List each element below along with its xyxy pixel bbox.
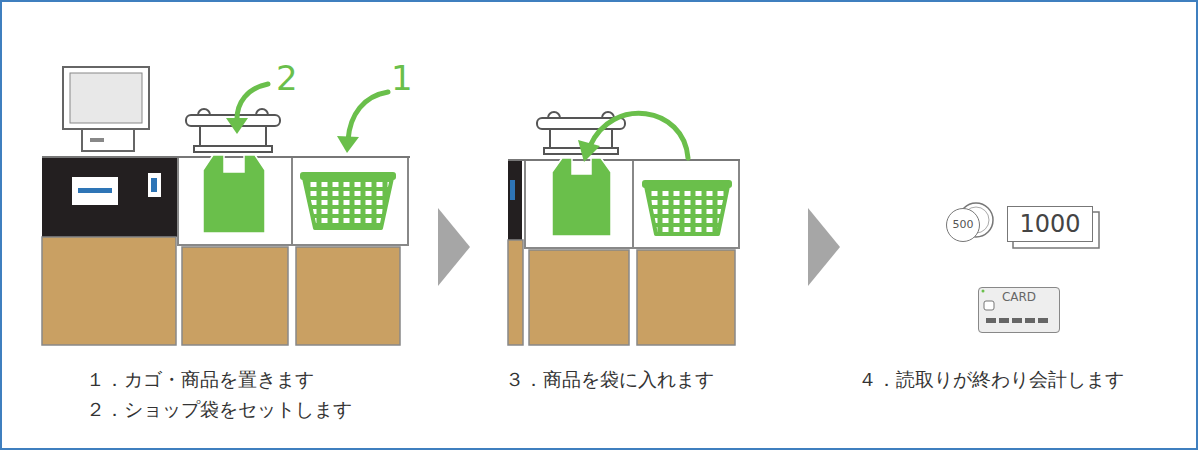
step-chevron	[438, 208, 470, 286]
banknote: 1000	[1007, 206, 1093, 242]
coin-text: 500	[953, 219, 974, 231]
step-chevron	[808, 208, 840, 286]
coin: 500	[946, 208, 980, 242]
callout-number: 2	[276, 58, 298, 99]
step-caption: ３．商品を袋に入れます	[505, 368, 714, 391]
step-caption: １．カゴ・商品を置きます	[86, 368, 314, 391]
checkout-middle	[508, 112, 740, 345]
step-caption: ４．読取りが終わり会計します	[858, 368, 1124, 391]
banknote-text: 1000	[1019, 211, 1080, 237]
card-text: CARD	[1002, 291, 1036, 304]
step-caption: ２．ショップ袋をセットします	[86, 398, 352, 421]
callout-number: 1	[391, 58, 413, 99]
card: CARD	[978, 287, 1060, 333]
checkout-left	[42, 67, 410, 345]
payment-decor	[959, 203, 1099, 333]
